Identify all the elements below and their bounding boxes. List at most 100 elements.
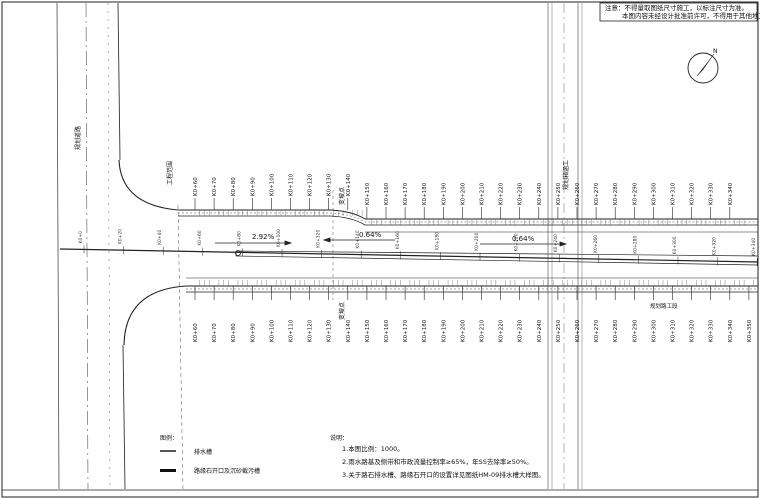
bottom-station-label: K0+340 [728, 319, 734, 342]
legend-item-opening: 路缘石开口及沉砂截污槽 [194, 468, 261, 475]
top-station-label: K0+220 [499, 182, 505, 205]
north-arrow [687, 52, 719, 84]
centerline-station-label: K0+220 [514, 233, 520, 251]
notes-line-3: 3.关于路石排水槽、路缘石开口的设置详见图纸HM-09排水槽大样图。 [342, 471, 545, 479]
notes-line-1: 1.本图比例：1000。 [342, 445, 404, 453]
top-station-label: K0+260 [575, 182, 581, 205]
bottom-station-label: K0+220 [499, 319, 505, 342]
north-letter: N [713, 48, 718, 55]
slope-label-1: 2.92% [252, 233, 275, 241]
legend-title: 图例： [160, 435, 179, 442]
top-curb [178, 209, 758, 233]
centerline-station-label: K0+40 [157, 229, 163, 244]
bottom-station-label: K0+100 [269, 319, 275, 342]
bottom-station-label: K0+170 [403, 319, 409, 342]
top-station-label: K0+120 [308, 173, 314, 196]
bottom-station-label: K0+300 [651, 319, 657, 342]
notice-line-2: 本图内容未经设计批准前许可，不得用于其他地方。 [622, 12, 760, 20]
bottom-station-label: K0+90 [250, 323, 256, 342]
notes-line-2: 2.雨水路基及侧带和市政流量控制率≥65%，年SS去除率≥50%。 [342, 458, 533, 466]
bottom-station-label: K0+70 [212, 323, 218, 342]
top-station-label: K0+60 [193, 177, 199, 196]
top-station-label: K0+190 [441, 182, 447, 205]
bottom-station-label: K0+60 [193, 323, 199, 342]
top-station-label: K0+200 [460, 182, 466, 205]
bottom-station-label: K0+160 [384, 319, 390, 342]
bottom-station-label: K0+180 [422, 319, 428, 342]
bottom-station-label: K0+80 [231, 323, 237, 342]
centerline-station-label: K0+320 [712, 237, 718, 255]
top-station-label: K0+280 [613, 182, 619, 205]
bottom-station-ticks: K0+60 K0+70 K0+80 K0+90 K0+100 K0+110 K0+120 K0… [193, 280, 759, 342]
top-station-label: K0+90 [250, 177, 256, 196]
top-station-label: K0+80 [231, 177, 237, 196]
centerline-station-label: K0+280 [632, 235, 638, 253]
top-station-label: K0+320 [690, 182, 696, 205]
top-station-label: K0+100 [269, 173, 275, 196]
centerline-station-label: K0+0 [78, 231, 84, 244]
top-station-label: K0+300 [651, 182, 657, 205]
slope-change-label-bottom: 变坡点 [338, 302, 346, 320]
bottom-station-label: K0+110 [289, 319, 295, 342]
centerline-station-label: K0+160 [395, 231, 401, 249]
top-station-label: K0+340 [728, 182, 734, 205]
bottom-station-label: K0+150 [365, 319, 371, 342]
top-station-label: K0+70 [212, 177, 218, 196]
bottom-station-label: K0+190 [441, 319, 447, 342]
top-station-label: K0+310 [671, 182, 677, 205]
top-station-label: K0+130 [327, 173, 333, 196]
bottom-station-label: K0+240 [537, 319, 543, 342]
bottom-station-label: K0+200 [460, 319, 466, 342]
legend-item-drain: 排水槽 [194, 449, 213, 456]
top-station-label: K0+180 [422, 182, 428, 205]
centerline-station-label: K0+180 [434, 232, 440, 250]
top-station-label: K0+270 [594, 182, 600, 205]
centerline-station-label: K0+100 [276, 229, 282, 247]
top-station-label: K0+290 [632, 182, 638, 205]
road-end-label: 规划路工段 [650, 302, 678, 310]
legend-opening-mark [160, 469, 176, 472]
bottom-station-label: K0+310 [671, 319, 677, 342]
top-station-label: K0+330 [709, 182, 715, 205]
construction-boundary-line [177, 204, 184, 491]
centerline [59, 248, 759, 266]
notes-title: 说明： [330, 435, 349, 442]
top-station-label: K0+210 [480, 182, 486, 205]
notice-line-1: 注意：不得量取图纸尺寸施工，以标注尺寸为准。 [605, 4, 748, 12]
slope-label-3: 0.64% [512, 235, 535, 243]
centerline-station-label: K0+240 [553, 234, 559, 252]
side-road-label: 规划道路 [74, 126, 82, 150]
centerline-station-label: K0+340 [751, 238, 757, 256]
slope-change-marker [235, 250, 241, 256]
bottom-station-label: K0+230 [518, 319, 524, 342]
construction-boundary-label: 工程范围 [166, 161, 174, 185]
top-station-label: K0+240 [537, 182, 543, 205]
centerline-station-label: K0+260 [593, 235, 599, 253]
bottom-station-label: K0+120 [308, 319, 314, 342]
slope-arrows [215, 237, 568, 247]
bottom-station-label: K0+210 [480, 319, 486, 342]
bottom-station-label: K0+250 [556, 319, 562, 342]
side-road [56, 2, 126, 490]
bottom-station-label: K0+330 [709, 319, 715, 342]
slope-label-2: 0.64% [359, 231, 382, 239]
culvert-lines [547, 3, 583, 489]
bottom-station-label: K0+140 [346, 319, 352, 342]
centerline-station-label: K0+80 [236, 231, 242, 246]
bottom-station-label: K0+280 [613, 319, 619, 342]
bottom-station-label: K0+290 [632, 319, 638, 342]
top-station-label: K0+250 [556, 182, 562, 205]
centerline-station-label: K0+20 [118, 229, 124, 244]
centerline-station-label: K0+120 [316, 230, 322, 248]
top-station-label: K0+160 [384, 182, 390, 205]
top-station-label: K0+230 [518, 182, 524, 205]
bottom-station-label: K0+270 [594, 319, 600, 342]
centerline-station-label: K0+140 [355, 230, 361, 248]
bottom-station-label: K0+130 [327, 319, 333, 342]
centerline-station-label: K0+200 [474, 233, 480, 251]
notice-box [599, 2, 758, 22]
